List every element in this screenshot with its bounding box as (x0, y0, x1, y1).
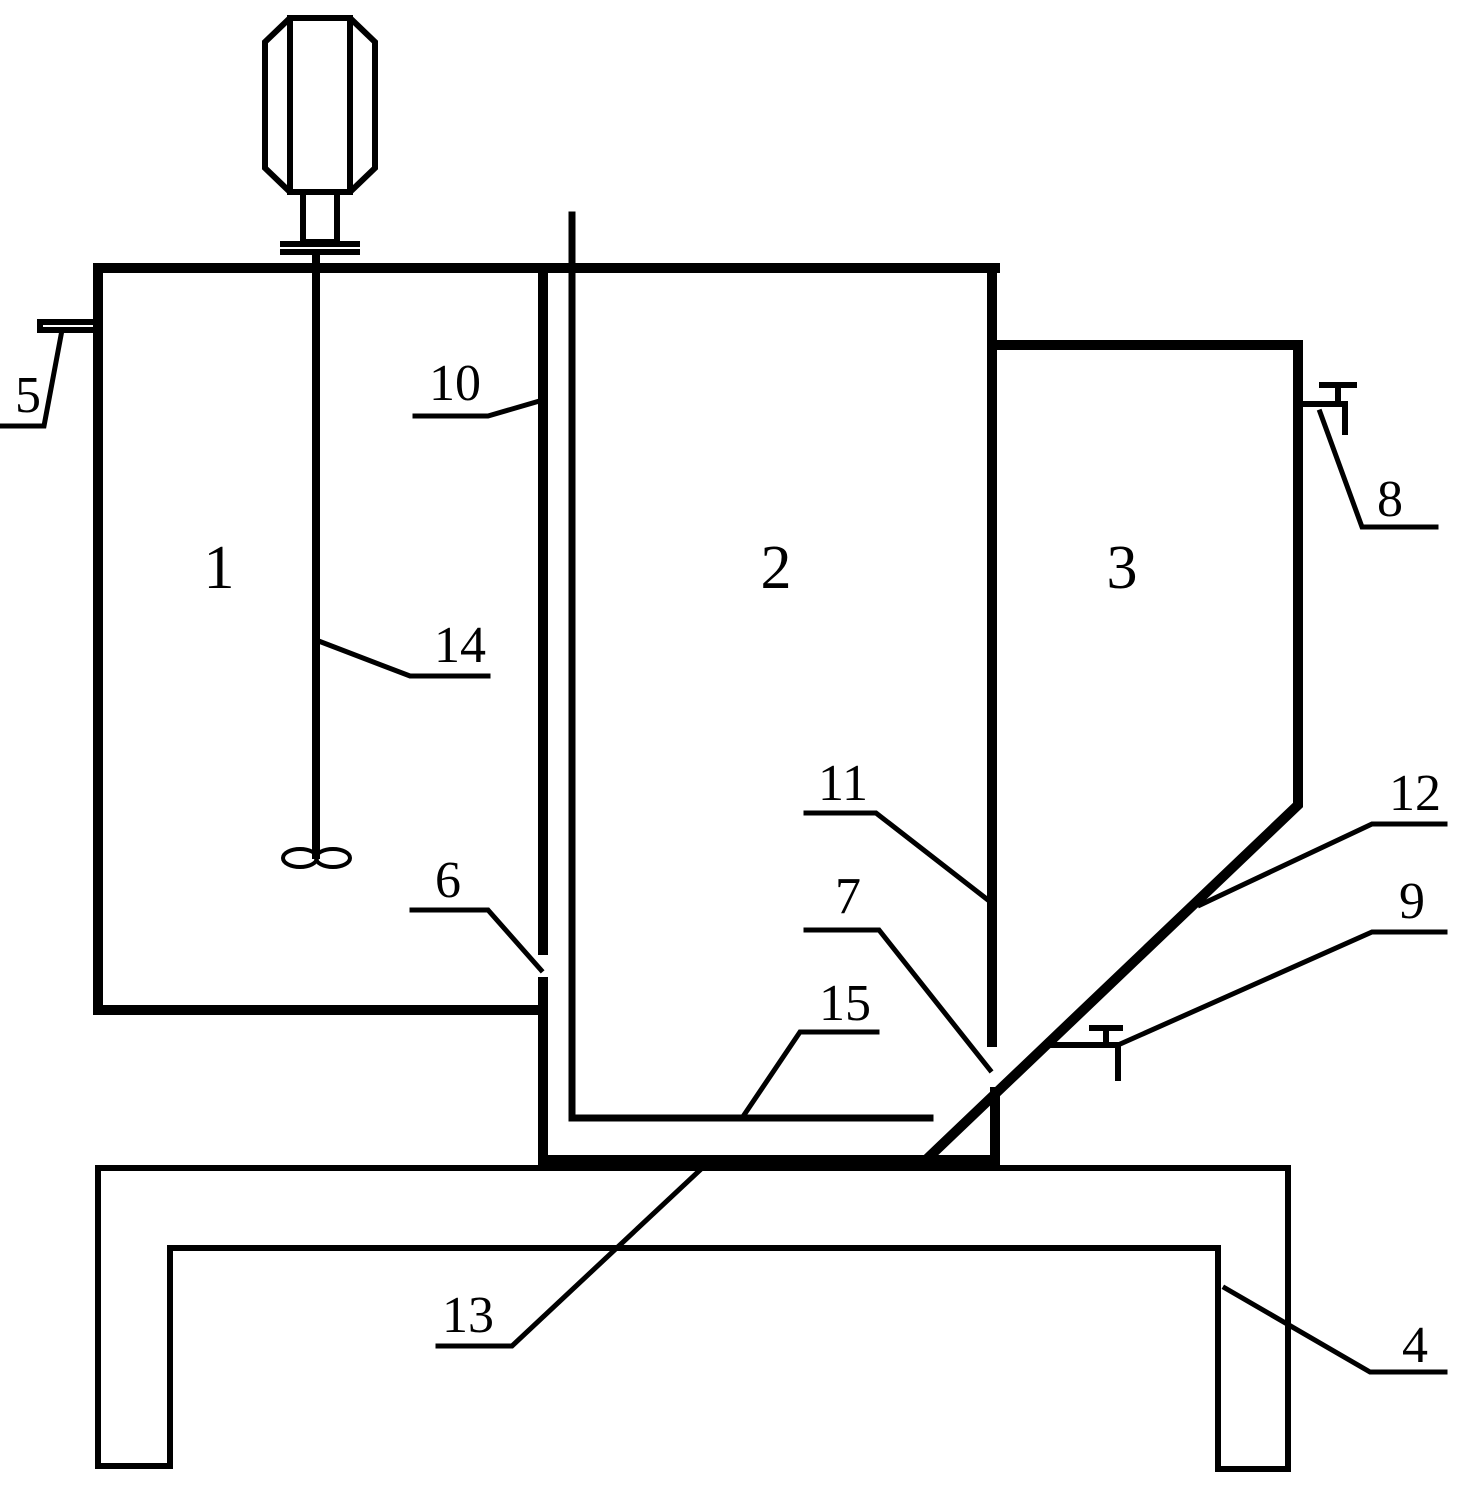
compartment-2-number: 2 (761, 534, 792, 602)
label-7: 7 (835, 868, 861, 925)
support-frame-4 (95, 1165, 1291, 1472)
label-12: 12 (1389, 765, 1441, 822)
motor (262, 15, 378, 255)
agitator (281, 254, 352, 869)
label-4: 4 (1402, 1317, 1428, 1374)
label-10: 10 (429, 355, 481, 412)
outlet-valve-9 (1049, 1025, 1123, 1081)
label-9: 9 (1399, 873, 1425, 930)
tank-2-walls (538, 263, 1000, 1047)
inner-pipe-15 (568, 211, 934, 1122)
label-5: 5 (15, 367, 41, 424)
label-15: 15 (819, 975, 871, 1032)
label-6: 6 (435, 852, 461, 909)
compartment-3-number: 3 (1107, 534, 1138, 602)
partition-wall-10 (538, 263, 1000, 1165)
compartment-1-number: 1 (204, 534, 235, 602)
label-8: 8 (1377, 471, 1403, 528)
inlet-pipe-5 (37, 319, 101, 333)
label-11: 11 (818, 755, 868, 812)
label-14: 14 (434, 617, 486, 674)
tank-3-walls (922, 340, 1303, 1164)
outlet-valve-8 (1295, 382, 1357, 435)
label-13: 13 (442, 1287, 494, 1344)
tank-1-walls (93, 263, 548, 1015)
leader-lines (0, 327, 1448, 1375)
